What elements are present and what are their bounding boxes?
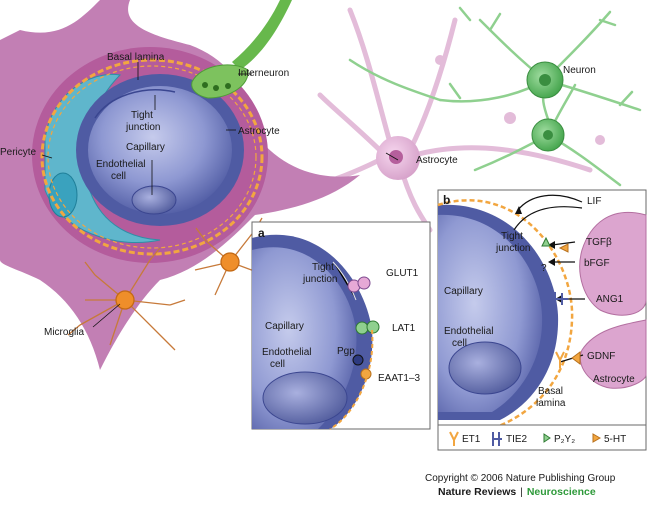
- legend-p2y2: P₂Y₂: [554, 434, 575, 445]
- label-tight-junction-2: junction: [125, 122, 160, 133]
- label-capillary-main: Capillary: [126, 142, 165, 153]
- interneuron: [191, 0, 292, 99]
- panel-a-endo-1: Endothelial: [262, 347, 311, 358]
- legend-5ht: 5-HT: [604, 434, 626, 445]
- panel-b-gdnf: GDNF: [587, 351, 615, 362]
- astrocyte-cell-body: [376, 136, 420, 180]
- panel-b-tgfb: TGFβ: [586, 237, 612, 248]
- astrocyte-endfeet-small: [435, 55, 605, 145]
- footer-journal: Nature Reviews: [438, 486, 516, 498]
- panel-b-bfgf: bFGF: [584, 258, 610, 269]
- label-tight-junction-1: Tight: [131, 110, 153, 121]
- legend-icon-p2y2: [543, 433, 551, 443]
- panel-a: [251, 221, 431, 430]
- legend-strip: [437, 424, 647, 451]
- leader-lines: [41, 62, 399, 328]
- panel-b-astrocyte: Astrocyte: [593, 374, 635, 385]
- panel-b-ang1: ANG1: [596, 294, 624, 305]
- label-astrocyte-right: Astrocyte: [416, 155, 458, 166]
- panel-b: [437, 189, 647, 451]
- panel-b-question: ?: [541, 263, 547, 274]
- legend-et1: ET1: [462, 434, 481, 445]
- panel-a-eaat: EAAT1–3: [378, 373, 420, 384]
- footer-journal-line: Nature Reviews | Neuroscience: [438, 486, 596, 498]
- panel-a-lat1: LAT1: [392, 323, 416, 334]
- legend-icon-et1: [449, 431, 459, 446]
- footer-section: Neuroscience: [527, 486, 596, 498]
- receptor-et1: [555, 351, 565, 368]
- label-astrocyte-main: Astrocyte: [238, 126, 280, 137]
- transporter-eaat: [360, 368, 372, 380]
- panel-a-pgp: Pgp: [337, 346, 355, 357]
- transporter-glut1: [347, 276, 371, 293]
- panel-a-tight-1: Tight: [312, 262, 334, 273]
- legend-icon-5ht: [592, 433, 602, 443]
- receptor-5ht-2: [571, 351, 581, 365]
- panel-b-endo-1: Endothelial: [444, 326, 493, 337]
- panel-b-lif: LIF: [587, 196, 601, 207]
- panel-a-endo-2: cell: [270, 359, 285, 370]
- basal-lamina-inner: [47, 65, 257, 249]
- transporter-pgp: [352, 354, 364, 366]
- panel-b-tight-1: Tight: [501, 231, 523, 242]
- capillary-endothelium: [76, 74, 244, 226]
- receptor-tie2: [554, 292, 568, 306]
- label-neuron: Neuron: [563, 65, 596, 76]
- footer-copyright: Copyright © 2006 Nature Publishing Group: [425, 473, 616, 484]
- panel-b-basal-2: lamina: [536, 398, 566, 409]
- label-pericyte: Pericyte: [0, 147, 37, 158]
- label-endothelial-2: cell: [111, 171, 126, 182]
- panel-a-glut1: GLUT1: [386, 268, 419, 279]
- footer-separator: |: [520, 487, 523, 498]
- panel-a-letter: a: [258, 226, 265, 240]
- legend-icon-tie2: [492, 432, 502, 446]
- legend-tie2: TIE2: [506, 434, 528, 445]
- panel-b-endo-2: cell: [452, 338, 467, 349]
- panel-b-letter: b: [443, 193, 450, 207]
- label-interneuron: Interneuron: [238, 68, 289, 79]
- panel-a-tight-2: junction: [302, 274, 337, 285]
- receptor-5ht: [558, 243, 569, 253]
- receptor-p2y2: [541, 236, 551, 247]
- label-basal-lamina: Basal lamina: [107, 52, 165, 63]
- panel-a-capillary: Capillary: [265, 321, 304, 332]
- panel-b-tight-2: junction: [495, 243, 530, 254]
- panel-b-capillary: Capillary: [444, 286, 483, 297]
- label-microglia: Microglia: [44, 327, 84, 338]
- label-endothelial-1: Endothelial: [96, 159, 145, 170]
- panel-b-basal-1: Basal: [538, 386, 563, 397]
- neuron-cells: [526, 61, 565, 152]
- basal-lamina-ring: [40, 58, 264, 256]
- transporter-lat1: [355, 320, 380, 335]
